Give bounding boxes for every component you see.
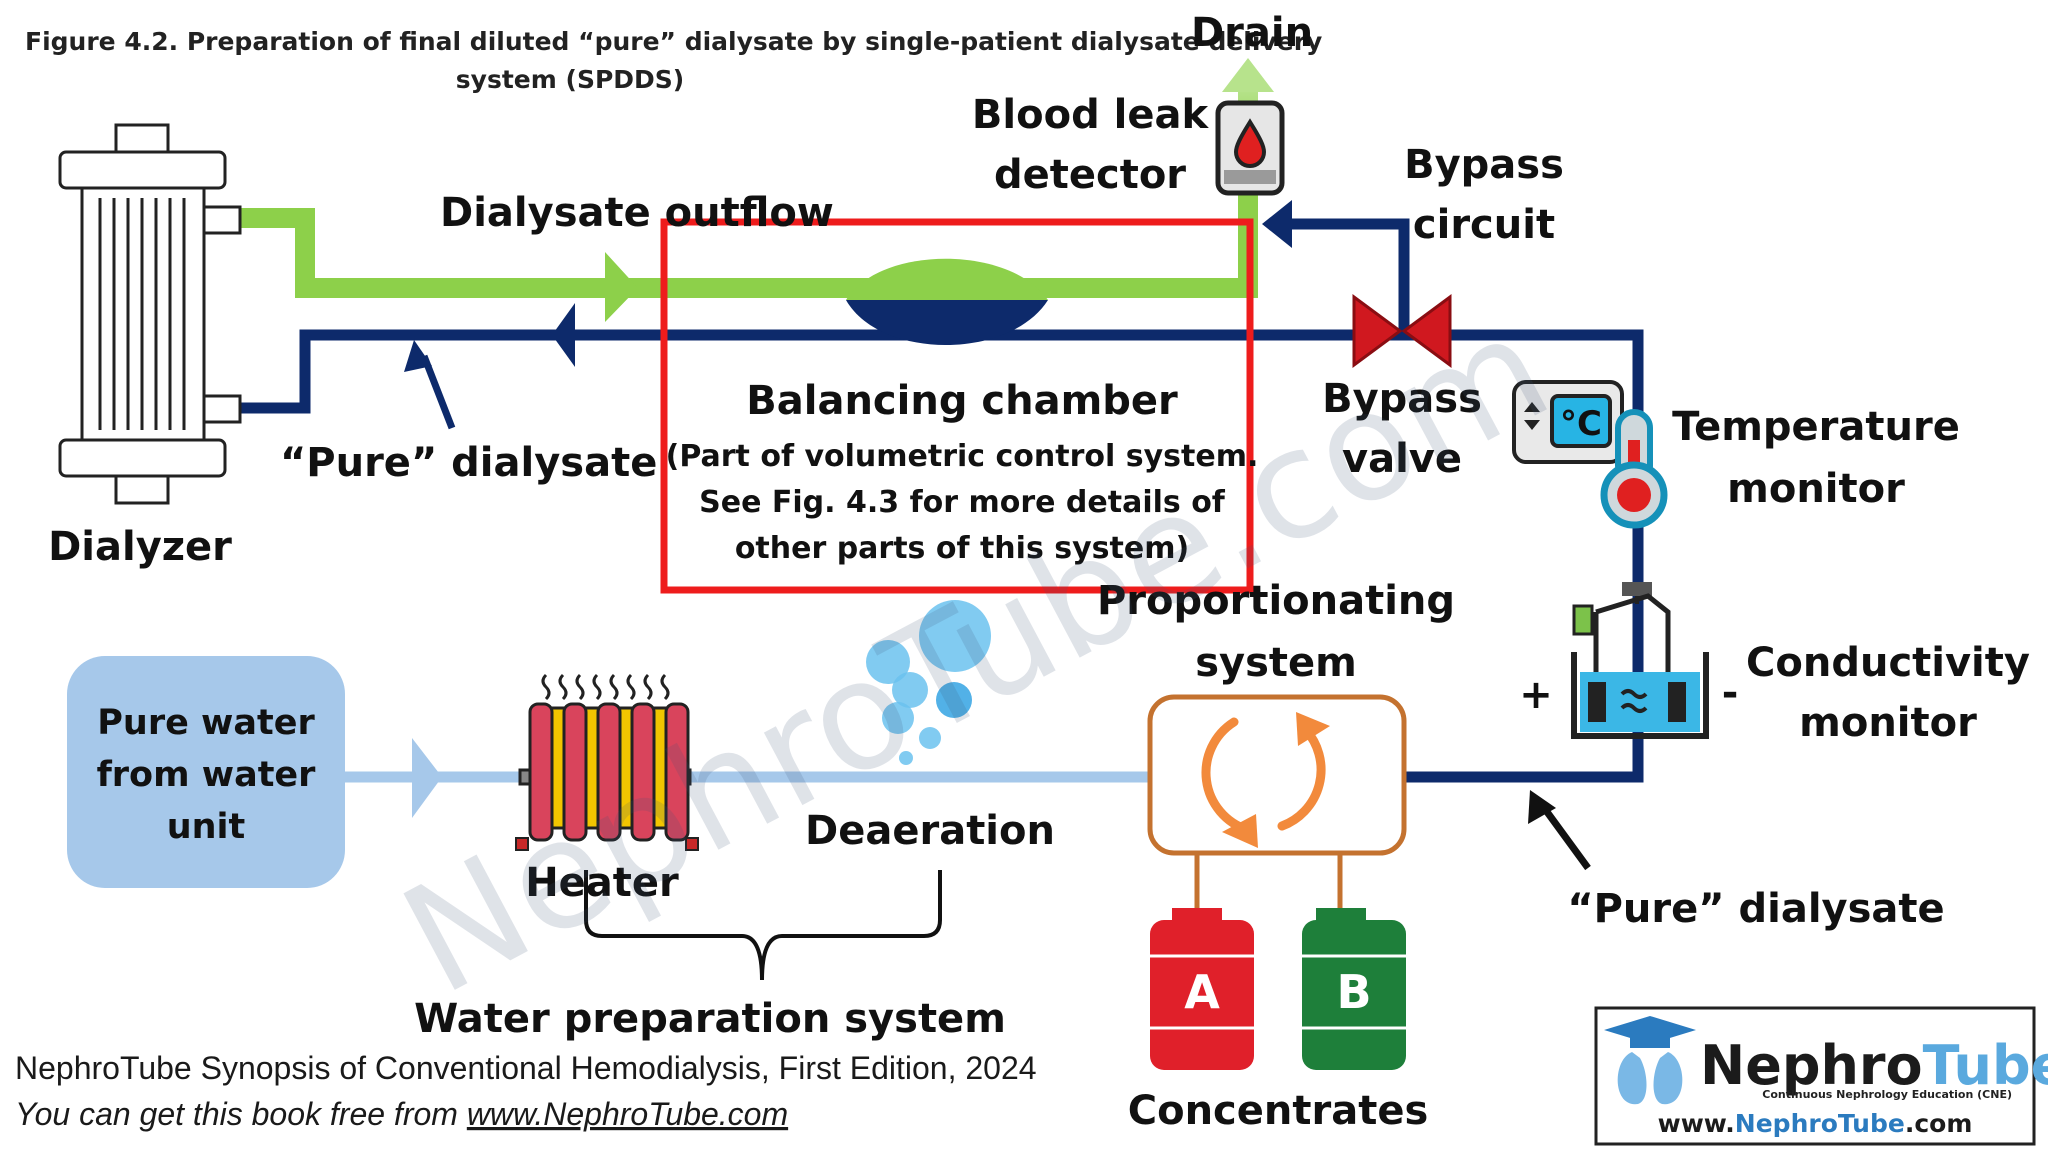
deaeration-label: Deaeration	[805, 808, 1055, 854]
pure-dialysate-pointer-arrow-2	[1528, 790, 1591, 871]
drain-label: Drain	[1191, 10, 1313, 56]
nephrotube-logo: NephroTube Continuous Nephrology Educati…	[1594, 1006, 2048, 1146]
concentrate-a-container	[1150, 908, 1254, 1070]
logo-brand-nephro: Nephro	[1700, 1034, 1923, 1097]
water-flow-arrow	[412, 738, 442, 818]
footer-citation: NephroTube Synopsis of Conventional Hemo…	[15, 1050, 1037, 1086]
drain-arrowhead	[1222, 58, 1274, 92]
thermometer-display: °C	[1560, 404, 1602, 444]
proportioning-system-label-line1: Proportionating	[1097, 578, 1455, 624]
balancing-chamber-highlight-box	[660, 218, 1254, 594]
heater-label: Heater	[525, 860, 679, 906]
bypass-circuit-label-line2: circuit	[1413, 202, 1555, 248]
outflow-arrowhead	[605, 252, 638, 322]
conductivity-monitor-label-line2: monitor	[1799, 700, 1977, 746]
conductivity-monitor-label-line1: Conductivity	[1746, 640, 2030, 686]
bypass-circuit-label-line1: Bypass	[1404, 142, 1564, 188]
dialyzer-label: Dialyzer	[48, 524, 232, 570]
water-preparation-system-label: Water preparation system	[414, 996, 1006, 1042]
proportioning-system-label-line2: system	[1195, 640, 1357, 686]
balancing-chamber-note-line3: other parts of this system)	[735, 531, 1189, 566]
concentrate-a-label: A	[1184, 965, 1220, 1019]
pure-dialysate-label: “Pure” dialysate	[280, 440, 657, 486]
balancing-chamber-title: Balancing chamber	[746, 378, 1178, 424]
pure-water-label-line2: from water	[97, 755, 317, 795]
conductivity-monitor-icon	[1571, 582, 1709, 739]
balancing-chamber-navy-half	[846, 300, 1048, 345]
logo-url-suffix: .com	[1905, 1109, 1973, 1138]
logo-url-prefix: www.	[1658, 1109, 1735, 1138]
footer-free-book-prefix: You can get this book free from	[15, 1096, 467, 1132]
concentrate-b-label: B	[1336, 965, 1371, 1019]
proportioning-system-icon	[1147, 694, 1407, 920]
figure-caption-line1: Figure 4.2. Preparation of final diluted…	[25, 27, 1322, 56]
concentrate-b-container	[1302, 908, 1406, 1070]
temperature-monitor-label-line2: monitor	[1727, 466, 1905, 512]
logo-brand-text: NephroTube	[1700, 1034, 2048, 1097]
pure-water-label-line3: unit	[167, 807, 246, 847]
bypass-valve-icon	[1352, 294, 1452, 368]
graduation-cap-icon	[1604, 1016, 1696, 1105]
temperature-monitor-label-line1: Temperature	[1672, 404, 1960, 450]
bypass-valve-label-line2: valve	[1342, 436, 1462, 482]
bypass-arrowhead	[1262, 200, 1292, 248]
dialysate-outflow-label: Dialysate outflow	[440, 190, 834, 236]
balancing-chamber-note-line1: (Part of volumetric control system.	[666, 439, 1259, 474]
pure-water-label-line1: Pure water	[97, 703, 315, 743]
balancing-chamber-note-line2: See Fig. 4.3 for more details of	[699, 485, 1226, 520]
balancing-chamber-green-half	[846, 258, 1048, 300]
logo-tagline: Continuous Nephrology Education (CNE)	[1762, 1088, 2012, 1101]
footer-free-book-line: You can get this book free from www.Neph…	[15, 1096, 788, 1132]
pure-water-source-box	[67, 656, 345, 888]
pure-dialysate-label-2: “Pure” dialysate	[1567, 886, 1944, 932]
footer-website-link[interactable]: www.NephroTube.com	[467, 1096, 788, 1132]
temperature-monitor-icon: °C	[1512, 380, 1668, 529]
bypass-valve-label-line1: Bypass	[1322, 376, 1482, 422]
dialyzer	[58, 123, 242, 505]
concentrates-label: Concentrates	[1128, 1088, 1429, 1134]
logo-url-nephro: Nephro	[1735, 1109, 1838, 1138]
conductivity-minus-sign: -	[1722, 670, 1739, 716]
deaeration-bubbles-icon	[866, 600, 991, 765]
bypass-circuit-pipe	[1290, 218, 1410, 335]
blood-leak-detector-icon	[1215, 100, 1285, 196]
logo-brand-tube: Tube	[1923, 1034, 2048, 1097]
heater-icon	[515, 673, 699, 851]
water-prep-brace	[584, 870, 942, 981]
blood-leak-detector-label-line1: Blood leak	[972, 92, 1210, 138]
pure-dialysate-pointer-arrow	[404, 340, 456, 430]
conductivity-plus-sign: +	[1519, 672, 1553, 718]
logo-url: www.NephroTube.com	[1658, 1109, 1973, 1138]
pure-dialysate-arrowhead	[552, 303, 575, 367]
logo-url-tube: Tube	[1838, 1109, 1905, 1138]
figure-caption-line2: system (SPDDS)	[456, 65, 684, 94]
blood-leak-detector-label-line2: detector	[994, 152, 1186, 198]
